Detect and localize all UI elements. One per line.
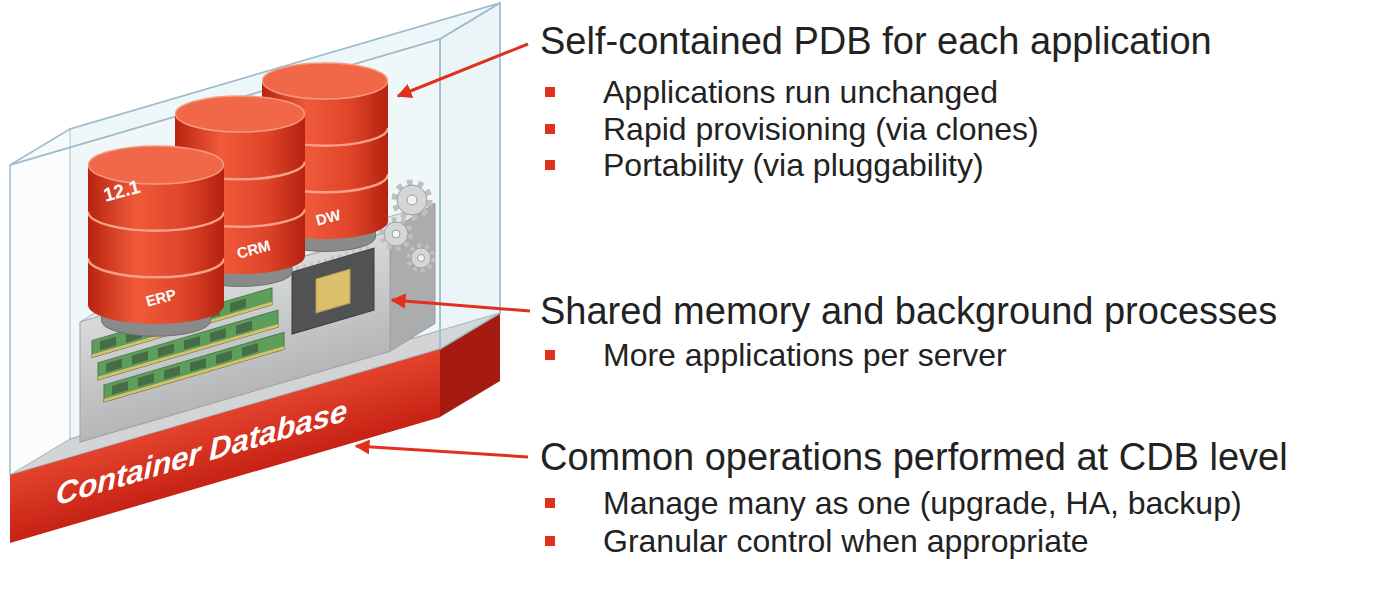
label-text: Portability (via pluggability) bbox=[603, 147, 984, 183]
glass-side bbox=[440, 3, 500, 349]
container-label: Container Database bbox=[56, 392, 347, 512]
bullet-item: Applications run unchanged bbox=[603, 74, 998, 111]
cylinder-band bbox=[88, 212, 224, 231]
section-heading: Self-contained PDB for each application bbox=[540, 20, 1212, 64]
cylinder-band bbox=[262, 174, 388, 192]
label-text: Shared memory and background processes bbox=[540, 290, 1277, 332]
bullet bbox=[545, 124, 555, 134]
bullet-item: More applications per server bbox=[603, 337, 1007, 374]
label-text: Manage many as one (upgrade, HA, backup) bbox=[603, 485, 1242, 521]
bullet-item: Rapid provisioning (via clones) bbox=[603, 111, 1039, 148]
cylinder-body bbox=[262, 81, 388, 239]
cylinder-band bbox=[262, 128, 388, 146]
cylinder-band bbox=[175, 209, 305, 227]
text-holder: Container Database bbox=[56, 376, 347, 529]
bullet bbox=[545, 536, 555, 546]
container-band: Container Database bbox=[10, 349, 440, 543]
bullet-item: Portability (via pluggability) bbox=[603, 147, 984, 184]
cylinder-band bbox=[175, 161, 305, 179]
section-heading: Shared memory and background processes bbox=[540, 290, 1277, 334]
cylinder-top bbox=[89, 146, 224, 184]
bullet bbox=[545, 498, 555, 508]
label-text: Granular control when appropriate bbox=[603, 523, 1089, 559]
label-text: Self-contained PDB for each application bbox=[540, 20, 1212, 62]
section-heading: Common operations performed at CDB level bbox=[540, 436, 1288, 480]
cylinder-top bbox=[263, 63, 388, 99]
label-text: Rapid provisioning (via clones) bbox=[603, 111, 1039, 147]
label-text: Applications run unchanged bbox=[603, 74, 998, 110]
cylinder-band bbox=[88, 258, 224, 277]
label-text: Common operations performed at CDB level bbox=[540, 436, 1288, 478]
leader-arrow bbox=[398, 44, 528, 96]
cylinder-top bbox=[176, 96, 305, 132]
cylinder-shape bbox=[88, 145, 224, 340]
label-text: More applications per server bbox=[603, 337, 1007, 373]
bullet bbox=[545, 160, 555, 170]
leader-arrow bbox=[392, 300, 530, 311]
database-cylinder: 12.1ERP bbox=[88, 145, 224, 340]
bullet bbox=[545, 350, 555, 360]
cylinder-body bbox=[88, 165, 224, 324]
leader-arrow bbox=[356, 446, 528, 457]
cylinder-body bbox=[175, 114, 305, 274]
bullet-item: Manage many as one (upgrade, HA, backup) bbox=[603, 485, 1242, 522]
bullet bbox=[545, 87, 555, 97]
bullet-item: Granular control when appropriate bbox=[603, 523, 1089, 560]
